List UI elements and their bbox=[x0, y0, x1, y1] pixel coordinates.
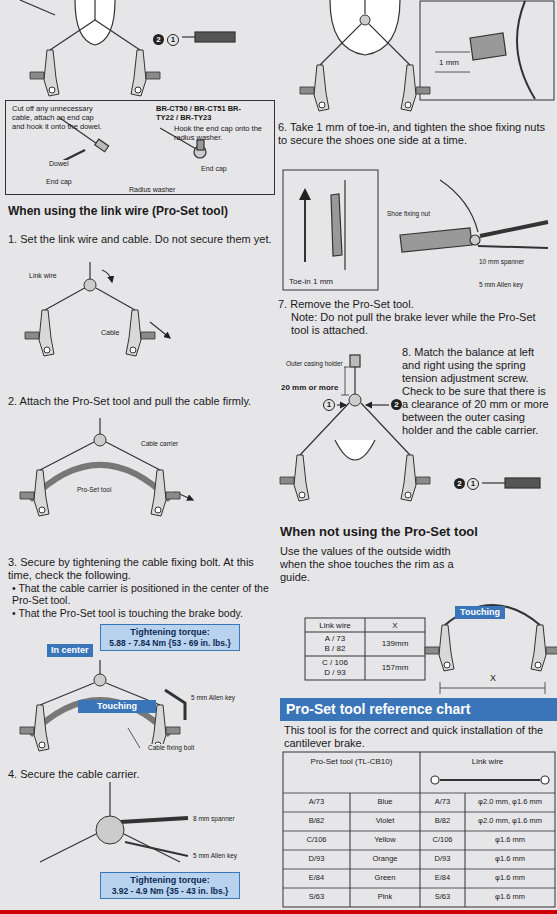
table-cell: Violet bbox=[350, 817, 420, 826]
instruction-text: Use the values of the outside width when… bbox=[280, 545, 460, 584]
part-label: Toe-in 1 mm bbox=[288, 277, 334, 286]
table-cell: 157mm bbox=[365, 663, 425, 672]
instruction-text: 7. Remove the Pro-Set tool. bbox=[278, 298, 550, 311]
touching-band-text: Touching bbox=[459, 607, 501, 618]
table-cell: Blue bbox=[350, 798, 420, 807]
callout-number: 2 bbox=[153, 34, 164, 45]
part-label: 5 mm Allen key bbox=[190, 694, 236, 702]
table-cell: Pro-Set tool (TL-CB10) bbox=[283, 757, 420, 766]
part-label: End cap bbox=[45, 178, 73, 186]
part-label: Radius washer bbox=[128, 186, 176, 194]
table-cell: φ1.6 mm bbox=[465, 874, 555, 883]
tag: In center bbox=[47, 644, 93, 657]
table-cell: Link wire bbox=[420, 757, 555, 766]
instruction-text: Note: Do not pull the brake lever while … bbox=[291, 311, 550, 337]
table-cell: φ1.6 mm bbox=[465, 893, 555, 902]
instruction-text: 1. Set the link wire and cable. Do not s… bbox=[8, 233, 273, 246]
torque-box: Tightening torque:3.92 - 4.9 Nm {35 - 43… bbox=[100, 872, 240, 899]
touching-band-text: Touching bbox=[82, 701, 152, 712]
torque-value: 5.88 - 7.84 Nm {53 - 69 in. lbs.} bbox=[105, 638, 235, 648]
part-label: Cable carrier bbox=[140, 440, 179, 448]
instruction-text: 4. Secure the cable carrier. bbox=[8, 768, 273, 781]
torque-value: 3.92 - 4.9 Nm {35 - 43 in. lbs.} bbox=[105, 886, 235, 896]
note-text: Cut off any unnecessary cable, attach an… bbox=[12, 105, 104, 132]
table-cell: E/84 bbox=[283, 874, 350, 883]
instruction-text: 2. Attach the Pro-Set tool and pull the … bbox=[8, 395, 273, 408]
part-label: Shoe fixing nut bbox=[386, 210, 431, 218]
callout-number: 1 bbox=[323, 399, 335, 411]
table-cell: φ2.0 mm, φ1.6 mm bbox=[465, 798, 555, 807]
part-label: 20 mm or more bbox=[280, 383, 339, 392]
tag-text: In center bbox=[51, 645, 89, 656]
callout-number: 2 bbox=[454, 478, 465, 489]
table-cell: φ2.0 mm, φ1.6 mm bbox=[465, 817, 555, 826]
table-cell: Green bbox=[350, 874, 420, 883]
part-label: 10 mm spanner bbox=[478, 258, 525, 266]
section-heading: When using the link wire (Pro-Set tool) bbox=[8, 204, 280, 218]
part-label: 8 mm spanner bbox=[192, 815, 236, 823]
torque-heading: Tightening torque: bbox=[105, 875, 235, 886]
heading-bar: Pro-Set tool reference chart bbox=[280, 698, 557, 721]
touching-band: Touching bbox=[78, 700, 156, 713]
table-cell: Orange bbox=[350, 855, 420, 864]
table-cell: B/82 bbox=[283, 817, 350, 826]
section-heading: When not using the Pro-Set tool bbox=[280, 524, 552, 539]
table-cell: E/84 bbox=[420, 874, 465, 883]
part-label: Cable fixing bolt bbox=[147, 744, 195, 752]
table-cell: B/82 bbox=[420, 817, 465, 826]
table-cell: D/93 bbox=[420, 855, 465, 864]
part-label: X bbox=[489, 673, 497, 684]
part-label: 5 mm Allen key bbox=[192, 852, 238, 860]
instruction-text: • That the Pro-Set tool is touching the … bbox=[12, 607, 274, 619]
part-label: Pro-Set tool bbox=[76, 486, 112, 494]
torque-heading: Tightening torque: bbox=[105, 627, 235, 638]
part-label: 5 mm Allen key bbox=[478, 281, 524, 289]
table-cell: A / 73 bbox=[305, 634, 365, 643]
table-cell: S/63 bbox=[283, 893, 350, 902]
callout-number: 2 bbox=[391, 399, 402, 410]
touching-band: Touching bbox=[455, 606, 505, 619]
callout-number: 1 bbox=[167, 34, 179, 46]
instruction-text: • That the cable carrier is positioned i… bbox=[12, 582, 274, 607]
table-cell: C / 106 bbox=[305, 658, 365, 667]
table-cell: D / 93 bbox=[305, 668, 365, 677]
table-cell: X bbox=[365, 621, 425, 630]
torque-box: Tightening torque:5.88 - 7.84 Nm {53 - 6… bbox=[100, 624, 240, 651]
table-cell: 139mm bbox=[365, 639, 425, 648]
callout-number: 1 bbox=[467, 478, 479, 490]
instruction-text: 3. Secure by tightening the cable fixing… bbox=[8, 556, 273, 582]
instruction-text: 6. Take 1 mm of toe-in, and tighten the … bbox=[278, 121, 550, 147]
part-label: Link wire bbox=[28, 272, 58, 280]
heading-bar-text: Pro-Set tool reference chart bbox=[286, 701, 551, 718]
table-cell: B / 82 bbox=[305, 644, 365, 653]
part-label: Cable bbox=[100, 329, 120, 337]
note-text: Hook the end cap onto the radius washer. bbox=[174, 125, 269, 143]
table-cell: φ1.6 mm bbox=[465, 855, 555, 864]
instruction-text: This tool is for the correct and quick i… bbox=[284, 724, 554, 750]
instruction-text: 8. Match the balance at left and right u… bbox=[402, 346, 552, 437]
table-cell: C/106 bbox=[283, 836, 350, 845]
part-label: End cap bbox=[200, 165, 228, 173]
table-cell: C/106 bbox=[420, 836, 465, 845]
table-cell: D/93 bbox=[283, 855, 350, 864]
table-cell: A/73 bbox=[420, 798, 465, 807]
table-cell: Pink bbox=[350, 893, 420, 902]
part-label: Dowel bbox=[48, 160, 69, 168]
note-text: BR-CT50 / BR-CT51 BR-TY22 / BR-TY23 bbox=[156, 105, 246, 123]
table-cell: A/73 bbox=[283, 798, 350, 807]
table-cell: Yellow bbox=[350, 836, 420, 845]
part-label: Outer casing holder bbox=[285, 360, 344, 368]
part-label: 1 mm bbox=[438, 58, 460, 67]
table-cell: S/63 bbox=[420, 893, 465, 902]
table-cell: Link wire bbox=[305, 621, 365, 630]
table-cell: φ1.6 mm bbox=[465, 836, 555, 845]
